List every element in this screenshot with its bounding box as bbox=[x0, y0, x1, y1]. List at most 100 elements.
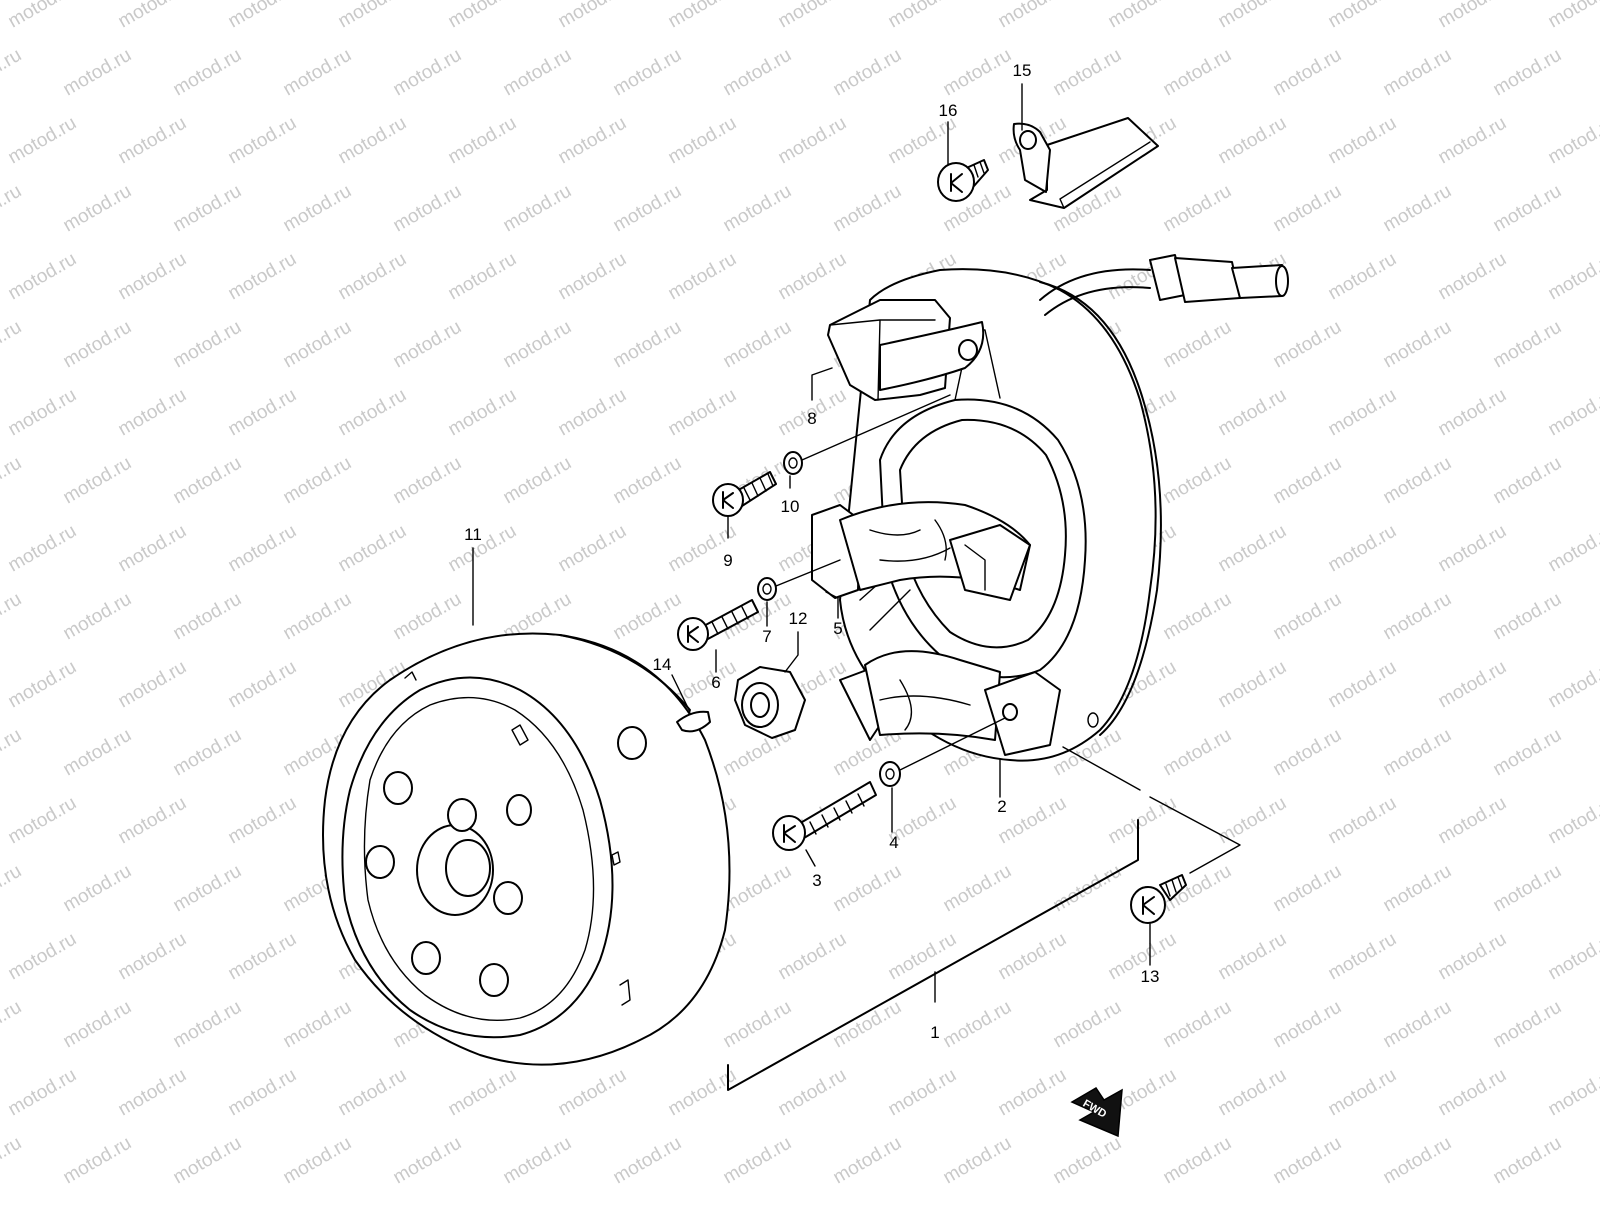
watermark-text: motod.ru bbox=[940, 861, 1015, 917]
watermark-text: motod.ru bbox=[115, 0, 190, 32]
watermark-text: motod.ru bbox=[610, 453, 685, 509]
watermark-text: motod.ru bbox=[445, 249, 520, 305]
watermark-text: motod.ru bbox=[1270, 453, 1345, 509]
watermark-text: motod.ru bbox=[1435, 657, 1510, 713]
watermark-text: motod.ru bbox=[280, 1133, 355, 1189]
watermark-text: motod.ru bbox=[390, 181, 465, 237]
watermark-text: motod.ru bbox=[1325, 929, 1400, 985]
watermark-text: motod.ru bbox=[500, 1133, 575, 1189]
watermark-text: motod.ru bbox=[885, 0, 960, 32]
watermark-text: motod.ru bbox=[1380, 1133, 1455, 1189]
watermark-text: motod.ru bbox=[1160, 997, 1235, 1053]
watermark-text: motod.ru bbox=[170, 45, 245, 101]
watermark-text: motod.ru bbox=[5, 929, 80, 985]
watermark-text: motod.ru bbox=[830, 1133, 905, 1189]
callout-10: 10 bbox=[781, 497, 800, 516]
watermark-text: motod.ru bbox=[610, 1133, 685, 1189]
watermark-text: motod.ru bbox=[115, 249, 190, 305]
watermark-text: motod.ru bbox=[1160, 589, 1235, 645]
watermark-text: motod.ru bbox=[1380, 317, 1455, 373]
watermark-text: motod.ru bbox=[225, 929, 300, 985]
watermark-text: motod.ru bbox=[775, 929, 850, 985]
watermark-text: motod.ru bbox=[115, 1065, 190, 1121]
watermark-text: motod.ru bbox=[1435, 521, 1510, 577]
callout-14: 14 bbox=[653, 655, 672, 674]
watermark-text: motod.ru bbox=[0, 453, 25, 509]
watermark-text: motod.ru bbox=[1380, 997, 1455, 1053]
watermark-text: motod.ru bbox=[5, 657, 80, 713]
watermark-text: motod.ru bbox=[720, 45, 795, 101]
watermark-text: motod.ru bbox=[610, 45, 685, 101]
watermark-text: motod.ru bbox=[5, 385, 80, 441]
watermark-text: motod.ru bbox=[1325, 249, 1400, 305]
watermark-text: motod.ru bbox=[500, 317, 575, 373]
watermark-text: motod.ru bbox=[1270, 861, 1345, 917]
watermark-text: motod.ru bbox=[60, 589, 135, 645]
watermark-text: motod.ru bbox=[1490, 1133, 1565, 1189]
watermark-text: motod.ru bbox=[280, 45, 355, 101]
watermark-text: motod.ru bbox=[0, 589, 25, 645]
watermark-text: motod.ru bbox=[225, 0, 300, 32]
watermark-text: motod.ru bbox=[500, 45, 575, 101]
callout-13: 13 bbox=[1141, 967, 1160, 986]
watermark-text: motod.ru bbox=[555, 521, 630, 577]
watermark-text: motod.ru bbox=[280, 317, 355, 373]
watermark-text: motod.ru bbox=[335, 521, 410, 577]
watermark-text: motod.ru bbox=[1160, 181, 1235, 237]
watermark-text: motod.ru bbox=[830, 181, 905, 237]
watermark-text: motod.ru bbox=[555, 249, 630, 305]
part-15-bracket bbox=[1014, 118, 1158, 208]
watermark-text: motod.ru bbox=[390, 589, 465, 645]
callout-11: 11 bbox=[464, 525, 482, 544]
watermark-text: motod.ru bbox=[775, 1065, 850, 1121]
watermark-text: motod.ru bbox=[665, 385, 740, 441]
watermark-text: motod.ru bbox=[5, 1065, 80, 1121]
watermark-text: motod.ru bbox=[445, 1065, 520, 1121]
watermark-text: motod.ru bbox=[115, 929, 190, 985]
watermark-text: motod.ru bbox=[1325, 793, 1400, 849]
watermark-text: motod.ru bbox=[225, 1065, 300, 1121]
watermark-text: motod.ru bbox=[5, 249, 80, 305]
watermark-text: motod.ru bbox=[1380, 453, 1455, 509]
part-11-flywheel bbox=[323, 633, 730, 1064]
watermark-text: motod.ru bbox=[665, 113, 740, 169]
watermark-text: motod.ru bbox=[5, 113, 80, 169]
watermark-text: motod.ru bbox=[995, 0, 1070, 32]
watermark-text: motod.ru bbox=[1215, 793, 1290, 849]
watermark-text: motod.ru bbox=[1270, 317, 1345, 373]
callout-5: 5 bbox=[833, 619, 842, 638]
watermark-text: motod.ru bbox=[1435, 385, 1510, 441]
watermark-text: motod.ru bbox=[1545, 793, 1600, 849]
watermark-text: motod.ru bbox=[1215, 385, 1290, 441]
watermark-text: motod.ru bbox=[390, 1133, 465, 1189]
watermark-text: motod.ru bbox=[1160, 317, 1235, 373]
callout-16: 16 bbox=[939, 101, 958, 120]
watermark-text: motod.ru bbox=[60, 317, 135, 373]
watermark-text: motod.ru bbox=[775, 249, 850, 305]
callout-15: 15 bbox=[1013, 61, 1032, 80]
part-10-washer bbox=[784, 452, 802, 474]
watermark-text: motod.ru bbox=[720, 997, 795, 1053]
watermark-text: motod.ru bbox=[1270, 997, 1345, 1053]
watermark-text: motod.ru bbox=[1545, 249, 1600, 305]
watermark-text: motod.ru bbox=[775, 113, 850, 169]
callout-8: 8 bbox=[807, 409, 816, 428]
watermark-text: motod.ru bbox=[1545, 521, 1600, 577]
watermark-text: motod.ru bbox=[500, 453, 575, 509]
watermark-text: motod.ru bbox=[225, 385, 300, 441]
watermark-text: motod.ru bbox=[1270, 181, 1345, 237]
callout-12: 12 bbox=[789, 609, 808, 628]
watermark-text: motod.ru bbox=[665, 0, 740, 32]
watermark-text: motod.ru bbox=[1435, 793, 1510, 849]
watermark-text: motod.ru bbox=[60, 861, 135, 917]
part-3-screw bbox=[773, 782, 876, 850]
watermark-text: motod.ru bbox=[1215, 521, 1290, 577]
watermark-text: motod.ru bbox=[1490, 589, 1565, 645]
watermark-text: motod.ru bbox=[555, 1065, 630, 1121]
watermark-text: motod.ru bbox=[5, 793, 80, 849]
watermark-text: motod.ru bbox=[280, 589, 355, 645]
watermark-text: motod.ru bbox=[1435, 929, 1510, 985]
watermark-text: motod.ru bbox=[1380, 589, 1455, 645]
